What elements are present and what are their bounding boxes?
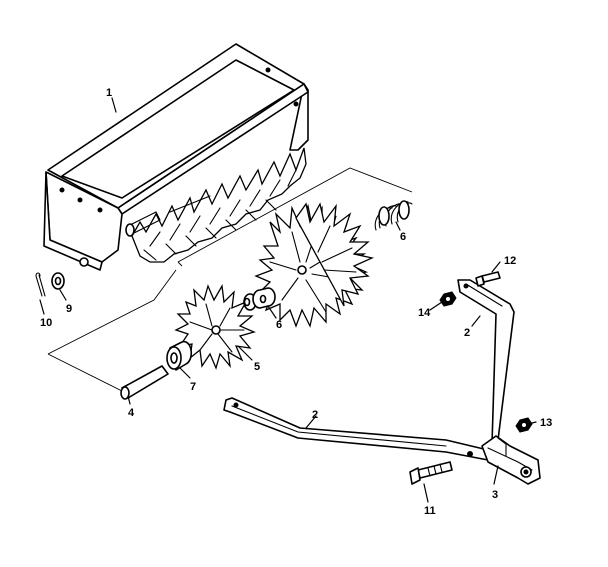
callout-7: 7: [190, 381, 196, 393]
aerator-frame-box: [43, 43, 309, 271]
tine-wheel-pair: [254, 202, 375, 328]
callout-2-lower: 2: [312, 409, 318, 421]
bushing: [166, 340, 193, 371]
hitch-bar-lower: [223, 397, 489, 461]
small-bolt: [475, 271, 501, 287]
washer: [51, 272, 65, 290]
callout-12: 12: [504, 255, 516, 267]
spacer-pair: [243, 287, 276, 311]
callout-14: 14: [418, 307, 431, 319]
cotter-pin: [35, 272, 46, 297]
callout-labels: 1 6 6 5 7 4 9 10 12 14 2 2 13 3 11: [40, 87, 552, 517]
hitch-bracket: [481, 435, 541, 485]
callout-2-upper: 2: [464, 327, 470, 339]
callout-10: 10: [40, 317, 52, 329]
detail-outline: [47, 167, 413, 393]
callout-6-spacer: 6: [276, 319, 282, 331]
hitch-bolt: [409, 461, 453, 485]
hitch-bar-upper: [457, 279, 515, 445]
callout-6-spring: 6: [400, 231, 406, 243]
callout-11: 11: [424, 505, 436, 517]
callout-13: 13: [540, 417, 552, 429]
hex-nut: [439, 291, 457, 307]
callout-5: 5: [254, 361, 260, 373]
callout-4: 4: [128, 407, 135, 419]
callout-3: 3: [492, 489, 498, 501]
compression-spring: [374, 200, 413, 231]
callout-9: 9: [66, 303, 72, 315]
lock-nut: [515, 417, 533, 433]
leader-lines: [39, 97, 537, 503]
callout-1: 1: [106, 87, 112, 99]
installed-tine-gang: [125, 147, 307, 263]
axle-shaft: [120, 365, 169, 400]
